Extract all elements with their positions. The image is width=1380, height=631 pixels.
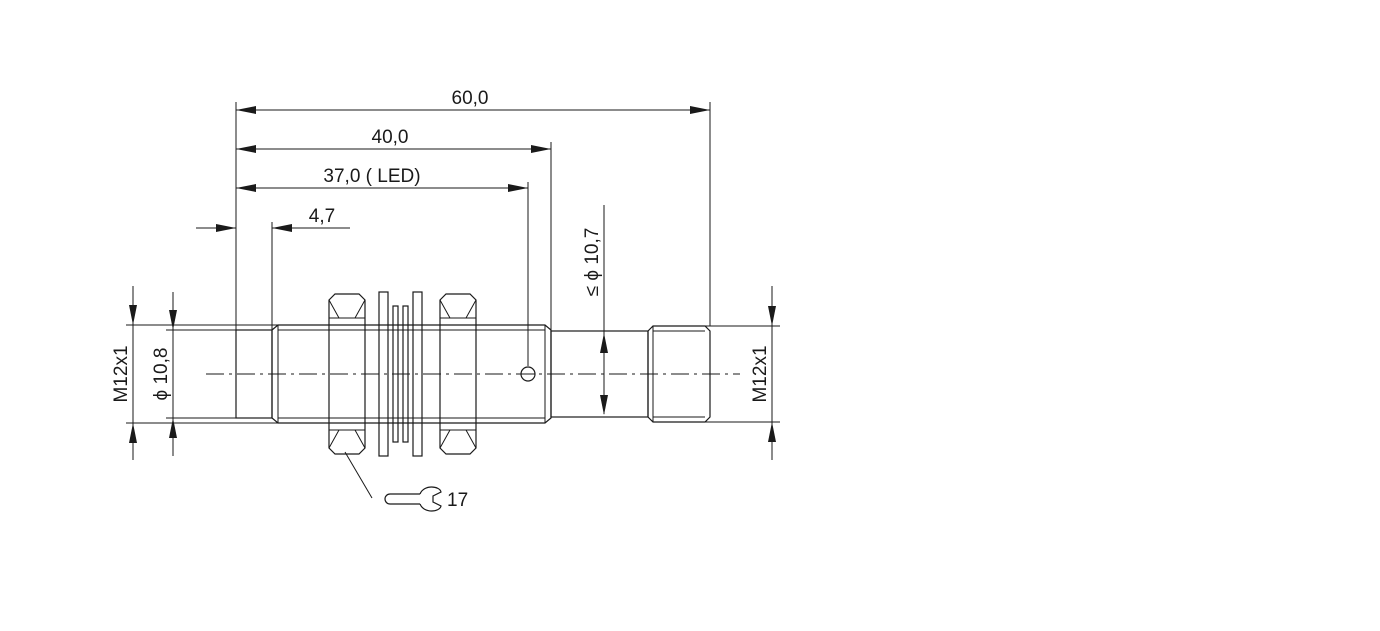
wrench-icon xyxy=(384,486,442,512)
led-position-label: 37,0 ( LED) xyxy=(323,166,420,187)
max-diameter-label: ≤ ϕ 10,7 xyxy=(582,228,603,297)
hex-nut-left xyxy=(328,293,366,455)
wrench-size-label: 17 xyxy=(447,490,468,511)
connector xyxy=(647,325,711,423)
sensing-face-length-label: 4,7 xyxy=(309,206,335,227)
dimension-max-diameter: ≤ ϕ 10,7 xyxy=(582,205,608,415)
dimension-left-thread: M12x1 xyxy=(111,286,137,460)
dimension-overall-length: 60,0 xyxy=(236,88,710,114)
dimension-led-position: 37,0 ( LED) xyxy=(236,166,528,192)
left-thread-label: M12x1 xyxy=(111,345,132,402)
right-thread-label: M12x1 xyxy=(750,345,771,402)
dimension-right-thread: M12x1 xyxy=(750,286,776,460)
wrench-callout: 17 xyxy=(344,451,468,512)
overall-length-label: 60,0 xyxy=(452,88,489,109)
sensing-face-diameter-label: ϕ 10,8 xyxy=(151,348,172,401)
dimension-sensing-face-diameter: ϕ 10,8 xyxy=(151,292,177,456)
threaded-housing xyxy=(271,324,552,424)
hex-nut-right xyxy=(439,293,477,455)
sensor-body xyxy=(206,291,740,457)
housing-length-label: 40,0 xyxy=(372,127,409,148)
dimension-sensing-face-length: 4,7 xyxy=(196,206,350,232)
dimension-housing-length: 40,0 xyxy=(236,127,551,153)
extension-lines xyxy=(126,102,780,424)
